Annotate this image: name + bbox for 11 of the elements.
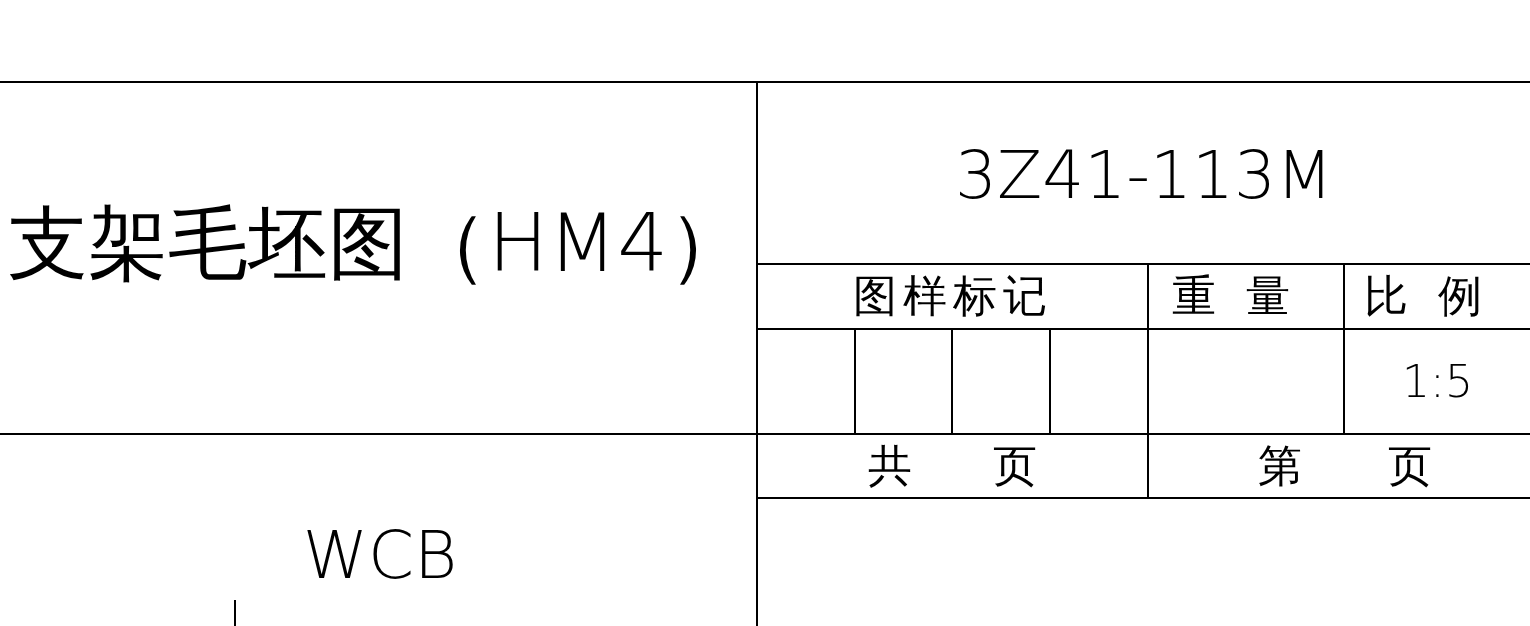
drawing-number: 3Z41-113M xyxy=(954,135,1334,216)
header-text: 图样标记 xyxy=(851,269,1054,323)
material-text: WCB xyxy=(301,515,459,596)
page-text: 页 xyxy=(992,438,1038,493)
page-text: 共 xyxy=(867,438,913,493)
page-text: 第 xyxy=(1257,438,1303,493)
scale-value: 1:5 xyxy=(1401,355,1474,409)
header-text: 重量 xyxy=(1171,269,1321,323)
drawing-title: 支架毛坯图（HM4） xyxy=(6,196,750,292)
page-text: 页 xyxy=(1387,438,1433,493)
header-text: 比例 xyxy=(1362,269,1513,323)
